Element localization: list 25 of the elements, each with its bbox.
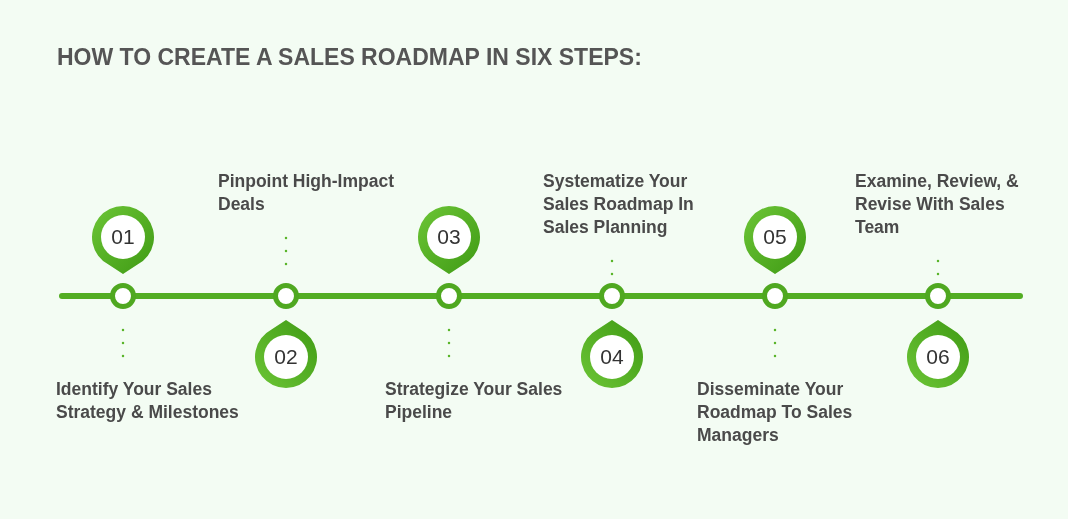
location-pin (91, 205, 155, 275)
step-number: 02 (274, 345, 298, 369)
timeline-dot (436, 283, 462, 309)
timeline-dot (925, 283, 951, 309)
step-description: Identify Your Sales Strategy & Milestones (56, 378, 241, 424)
step-description: Strategize Your Sales Pipeline (385, 378, 570, 424)
step-number: 05 (763, 225, 787, 249)
step-description: Disseminate Your Roadmap To Sales Managers (697, 378, 882, 447)
timeline-dot (110, 283, 136, 309)
location-pin (906, 319, 970, 389)
step-number: 01 (111, 225, 135, 249)
timeline-dot (599, 283, 625, 309)
step-description: Pinpoint High-Impact Deals (218, 170, 403, 216)
location-pin (254, 319, 318, 389)
location-pin (580, 319, 644, 389)
step-number: 03 (437, 225, 461, 249)
location-pin (743, 205, 807, 275)
location-pin (417, 205, 481, 275)
step-number: 04 (600, 345, 624, 369)
step-description: Systematize Your Sales Roadmap In Sales Planning (543, 170, 728, 239)
timeline-dot (762, 283, 788, 309)
title: HOW TO CREATE A SALES ROADMAP IN SIX STEPS: (57, 44, 642, 71)
step-number: 06 (926, 345, 950, 369)
step-description: Examine, Review, & Revise With Sales Team (855, 170, 1040, 239)
timeline-dot (273, 283, 299, 309)
